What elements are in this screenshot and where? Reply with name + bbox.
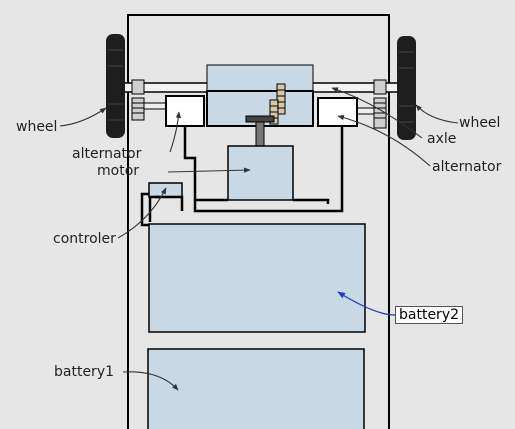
leader-motor — [167, 167, 251, 173]
leader-wheel-right — [415, 104, 459, 124]
leader-alternator-right — [337, 114, 431, 167]
alternator-left-box — [165, 95, 205, 127]
leader-controler — [117, 187, 167, 239]
battery1-box — [147, 348, 365, 429]
label-wheel-right: wheel — [459, 115, 501, 131]
battery2-box — [148, 223, 366, 333]
leader-battery1 — [122, 371, 179, 391]
motor-box — [227, 145, 294, 201]
leader-battery2 — [337, 291, 396, 316]
gear-right-top — [373, 79, 387, 95]
gear-left-bottom — [131, 97, 145, 121]
leader-axle — [331, 87, 423, 139]
label-battery2[interactable]: battery2 — [395, 306, 464, 324]
label-battery1: battery1 — [54, 364, 115, 380]
drive-shaft — [255, 121, 265, 147]
chassis-outline — [127, 14, 390, 429]
label-wheel-left: wheel — [16, 119, 58, 135]
leader-wheel-left — [59, 107, 107, 127]
drive-gear — [245, 115, 275, 123]
label-axle: axle — [427, 131, 457, 147]
leader-alternator-left — [169, 111, 182, 153]
gear-left-top — [131, 79, 145, 95]
wheel-right — [397, 36, 416, 140]
alternator-right-box — [317, 97, 358, 127]
label-controler: controler — [53, 231, 116, 247]
shaft-left — [143, 102, 167, 110]
label-alternator-right: alternator — [432, 159, 502, 175]
gear-center-upper — [276, 83, 286, 115]
gearbox-top — [206, 64, 314, 92]
wheel-left — [106, 34, 125, 138]
label-motor: motor — [97, 163, 140, 179]
label-alternator-left: alternator — [72, 146, 142, 162]
shaft-right — [356, 107, 375, 115]
